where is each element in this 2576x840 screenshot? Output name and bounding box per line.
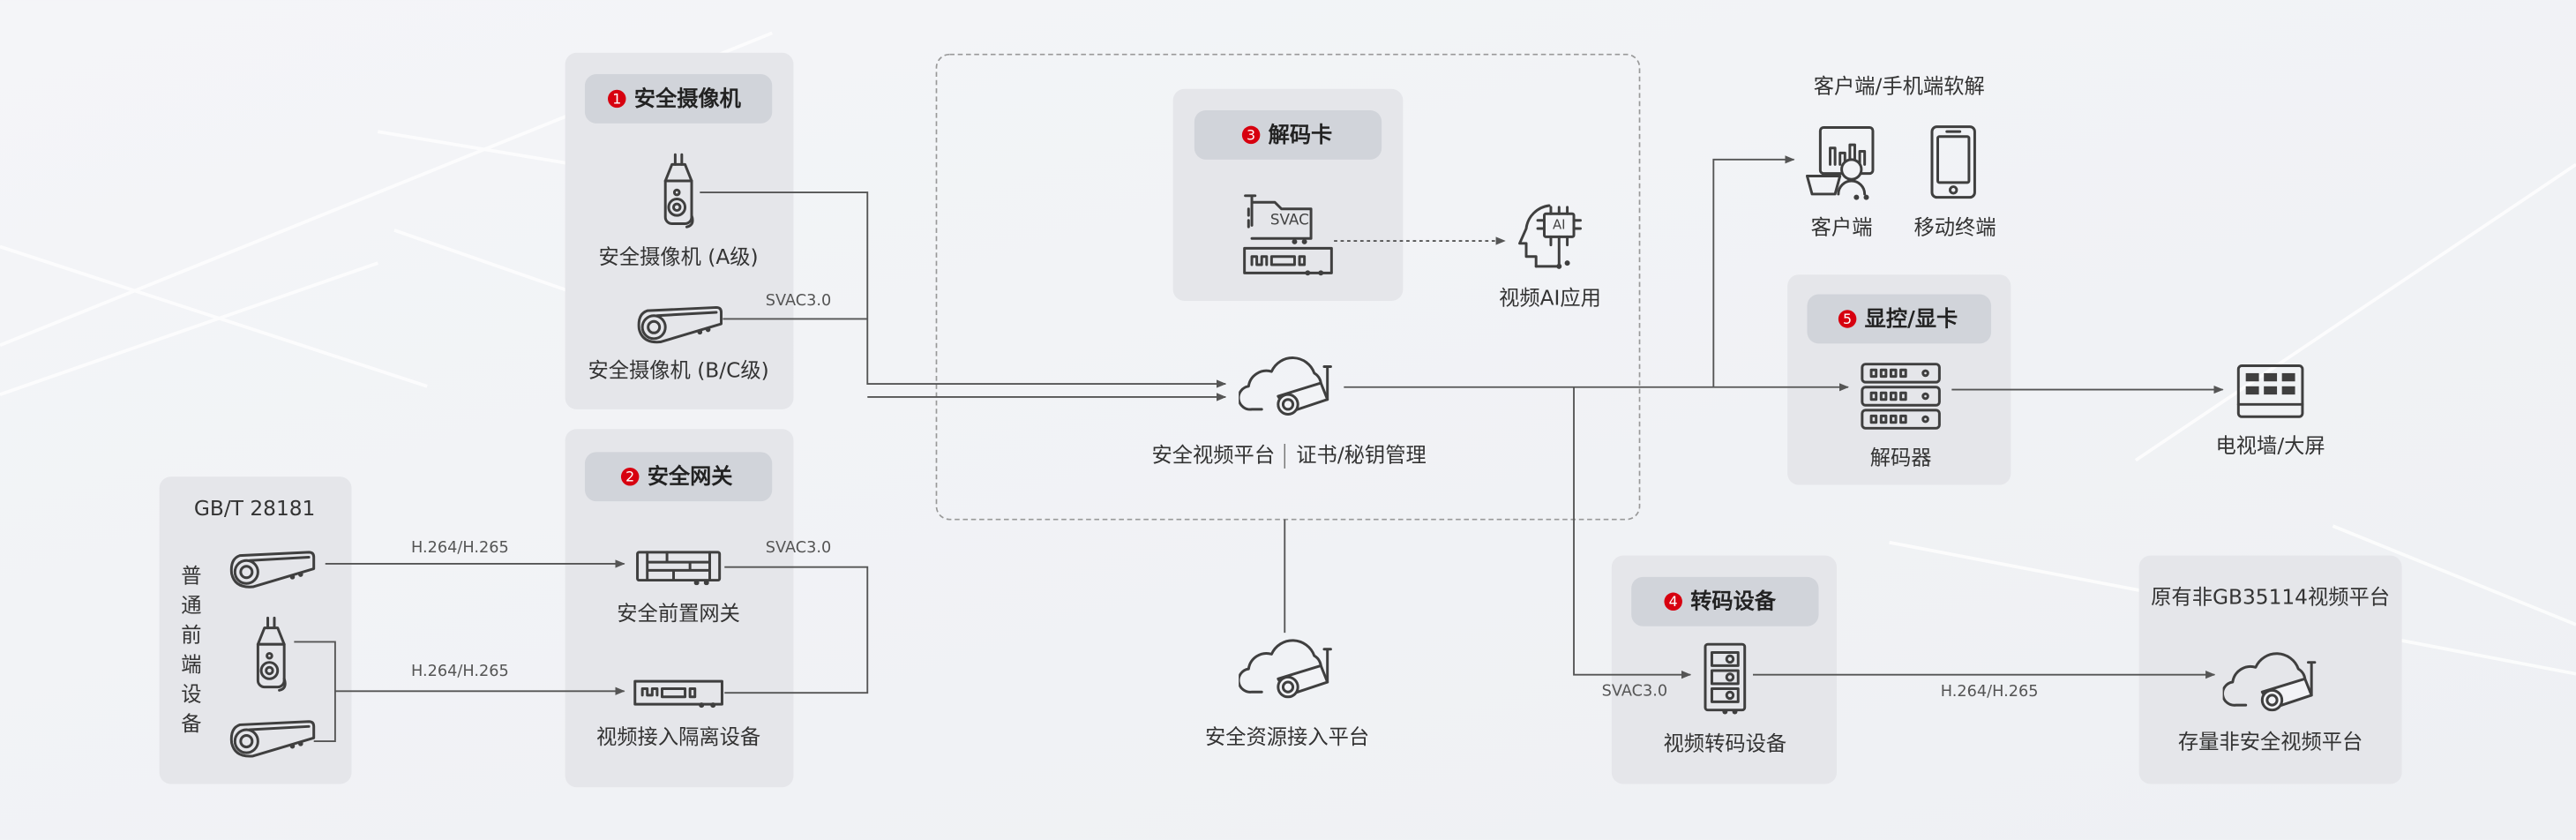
vertical-char: 前 xyxy=(181,623,201,647)
non-gb-title: 原有非GB35114视频平台 xyxy=(2151,586,2390,610)
mobile-label: 移动终端 xyxy=(1914,216,1996,240)
vertical-char: 通 xyxy=(181,594,201,618)
number-badge xyxy=(1241,125,1261,145)
edge-label-h26x-top: H.264/H.265 xyxy=(411,539,509,557)
camera-panel xyxy=(565,52,794,409)
camera-a-label: 安全摄像机 (A级) xyxy=(599,245,759,269)
decoder-label: 解码器 xyxy=(1870,446,1932,469)
display-header-title: 显控/显卡 xyxy=(1865,306,1958,331)
edge-label-svac-transcode: SVAC3.0 xyxy=(1602,682,1667,700)
resource-platform-label: 安全资源接入平台 xyxy=(1205,725,1369,749)
transcoder-label: 视频转码设备 xyxy=(1664,731,1787,755)
client-label: 客户端 xyxy=(1811,216,1873,240)
number-badge-text: 5 xyxy=(1843,311,1852,327)
edge-label-h26x-transcode: H.264/H.265 xyxy=(1941,683,2039,701)
isolation-device-label: 视频接入隔离设备 xyxy=(596,725,760,749)
tv-wall-label: 电视墙/大屏 xyxy=(2216,434,2325,458)
number-badge-text: 3 xyxy=(1247,126,1255,143)
ai-app-label: 视频AI应用 xyxy=(1499,287,1601,311)
display-header: 5 显控/显卡 xyxy=(1807,294,1992,344)
vertical-char: 设 xyxy=(181,682,201,706)
edge-label-svac-gateway: SVAC3.0 xyxy=(766,539,831,557)
number-badge xyxy=(608,89,626,109)
edge-label-svac-camera: SVAC3.0 xyxy=(766,292,831,310)
gateway-header: 2 安全网关 xyxy=(584,452,773,502)
number-badge-text: 4 xyxy=(1669,593,1678,610)
gateway-panel xyxy=(565,429,794,788)
core-platform-region xyxy=(935,53,1641,521)
camera-header: 1 安全摄像机 xyxy=(584,73,773,124)
camera-header-title: 安全摄像机 xyxy=(634,86,742,111)
camera-bc-label: 安全摄像机 (B/C级) xyxy=(588,359,769,383)
gateway-label: 安全前置网关 xyxy=(617,602,740,626)
decode-card-header: 3 解码卡 xyxy=(1194,109,1382,160)
number-badge-text: 1 xyxy=(612,90,621,107)
cert-key-label: 证书/秘钥管理 xyxy=(1296,443,1426,467)
transcode-header: 4 转码设备 xyxy=(1631,576,1819,626)
legacy-vertical-label: 普 通 前 端 设 备 xyxy=(181,564,201,736)
edge-label-h26x-bottom: H.264/H.265 xyxy=(411,663,509,680)
gateway-header-title: 安全网关 xyxy=(648,464,734,489)
number-badge xyxy=(620,468,640,486)
decode-card-header-title: 解码卡 xyxy=(1269,123,1333,147)
legacy-title: GB/T 28181 xyxy=(194,497,315,521)
transcode-header-title: 转码设备 xyxy=(1690,589,1777,614)
svac-card-text: SVAC xyxy=(1270,211,1309,229)
vertical-char: 端 xyxy=(181,653,201,677)
number-badge-text: 2 xyxy=(625,469,634,485)
non-gb-platform-label: 存量非安全视频平台 xyxy=(2178,730,2363,754)
connectors xyxy=(294,155,2224,742)
platform-label: 安全视频平台 xyxy=(1152,443,1276,467)
ai-icon-text: AI xyxy=(1553,216,1566,232)
soft-decode-title: 客户端/手机端软解 xyxy=(1814,74,1985,98)
vertical-char: 普 xyxy=(181,564,201,588)
non-gb-panel xyxy=(2138,555,2402,784)
number-badge xyxy=(1664,592,1682,611)
vertical-char: 备 xyxy=(181,712,201,736)
number-badge xyxy=(1838,310,1857,328)
